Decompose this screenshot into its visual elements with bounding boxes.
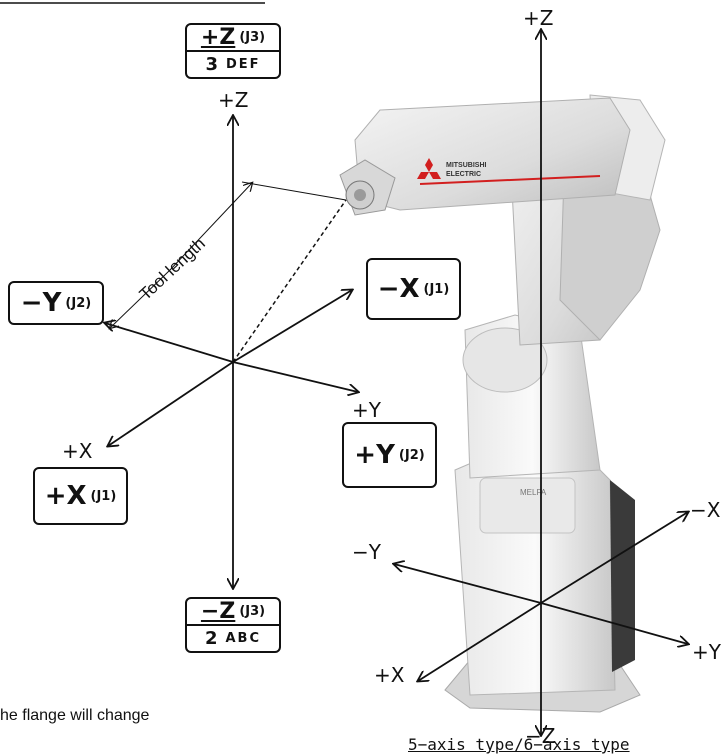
jog-key-minus-x[interactable]: −X (J1) [366,258,461,320]
robot-type-caption: 5−axis type/6−axis type [408,735,630,754]
robot-plus-x-label: +X [374,663,404,687]
tool-dotted-line [233,200,346,362]
robot-minus-x-label: −X [690,498,720,522]
left-y-axis-minus [105,323,233,362]
cropped-note: he flange will change [0,707,149,725]
jog-key-plus-y[interactable]: +Y (J2) [342,422,437,488]
jog-key-plus-x-sub: (J1) [91,489,117,504]
robot-brand-bottom: ELECTRIC [446,171,481,178]
jog-key-plus-y-main: +Y [354,440,395,470]
jog-key-minus-y-main: −Y [21,288,62,318]
robot-illustration [340,95,665,712]
left-plus-z-label: +Z [218,88,248,112]
robot-minus-y-label: −Y [352,540,381,564]
jog-key-plus-z[interactable]: +Z (J3) 3 DEF [185,23,281,79]
jog-key-plus-z-main: +Z [201,25,235,50]
jog-key-plus-x[interactable]: +X (J1) [33,467,128,525]
jog-key-minus-z-sub: (J3) [239,604,265,619]
tool-length-extension [242,182,346,200]
jog-key-minus-z-letters: ABC [226,631,262,646]
jog-key-minus-z-main: −Z [201,599,235,624]
robot-base-label: MELFA [520,488,547,497]
jog-key-minus-x-main: −X [378,274,420,304]
jog-key-minus-y-sub: (J2) [65,296,91,311]
left-x-axis-minus [233,290,352,362]
jog-key-plus-y-sub: (J2) [399,448,425,463]
left-plus-x-label: +X [62,439,92,463]
left-y-axis-plus [233,362,358,392]
robot-brand-top: MITSUBISHI [446,162,487,169]
jog-key-minus-y[interactable]: −Y(J2) [8,281,104,325]
jog-key-minus-x-sub: (J1) [424,282,450,297]
left-x-axis-plus [108,362,233,446]
jog-key-plus-z-sub: (J3) [239,30,265,45]
robot-plus-z-label: +Z [523,6,553,30]
jog-key-plus-z-num: 3 [205,54,218,75]
left-plus-y-label: +Y [352,398,381,422]
jog-key-minus-z-num: 2 [205,628,218,649]
jog-key-minus-z[interactable]: −Z (J3) 2 ABC [185,597,281,653]
jog-key-plus-x-main: +X [45,481,87,511]
tool-length-label: Tool length [136,234,209,304]
robot-plus-y-label: +Y [692,640,721,664]
jog-key-plus-z-letters: DEF [226,57,261,72]
